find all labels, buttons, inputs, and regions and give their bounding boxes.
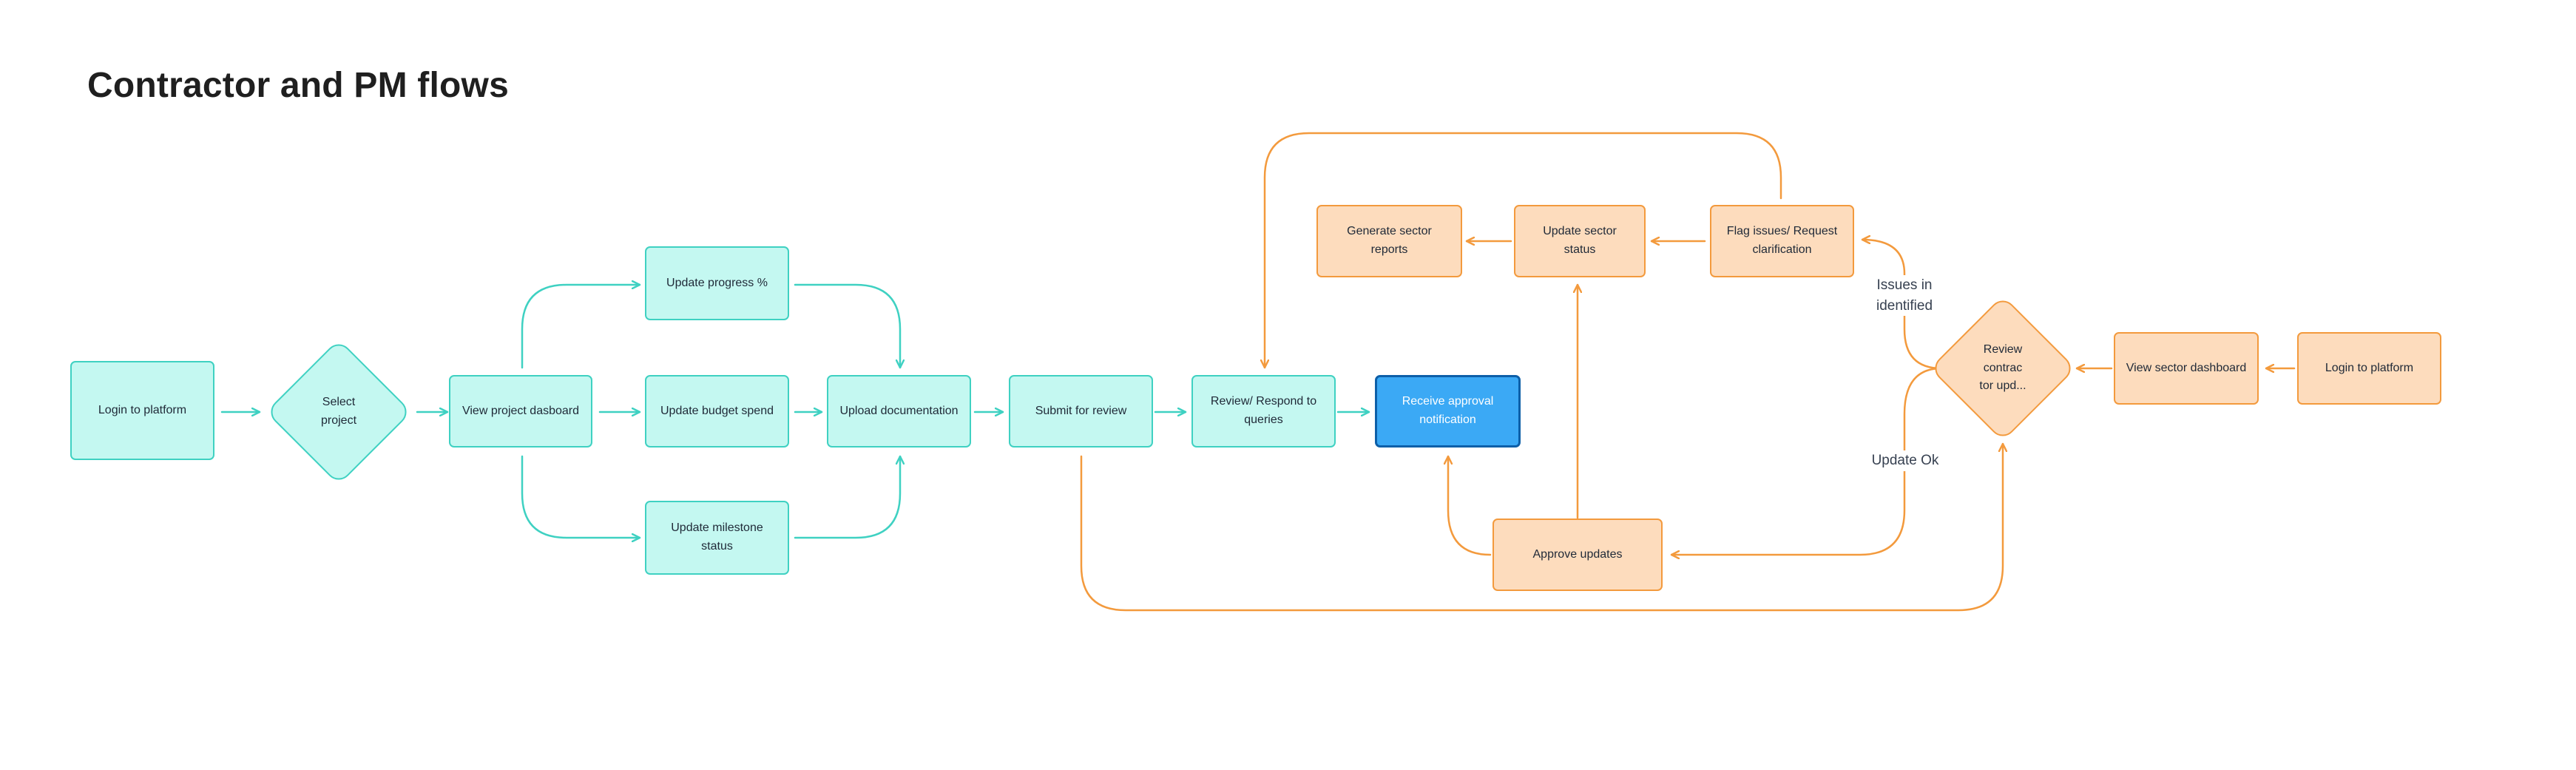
node-login-contractor-label: Login to platform xyxy=(98,403,187,416)
node-login-pm-label: Login to platform xyxy=(2325,361,2414,374)
node-generate-reports[interactable]: Generate sector reports xyxy=(1316,205,1462,277)
edge-milestone-upload xyxy=(794,455,900,539)
node-update-progress-label: Update progress % xyxy=(666,276,768,289)
page-title: Contractor and PM flows xyxy=(87,66,509,105)
edge-label-update-ok: Update Ok xyxy=(1868,450,1942,471)
node-flag-issues-label: Flag issues/ Request clarification xyxy=(1726,225,1838,256)
node-receive-approval[interactable]: Receive approval notification xyxy=(1375,375,1521,448)
edge-progress-upload xyxy=(794,283,900,369)
node-update-milestone-label: Update milestone status xyxy=(671,521,763,553)
node-approve-updates-label: Approve updates xyxy=(1532,547,1623,561)
node-view-sector-dashboard-label: View sector dashboard xyxy=(2126,361,2247,374)
node-receive-approval-label: Receive approval notification xyxy=(1402,395,1494,426)
node-approve-updates[interactable]: Approve updates xyxy=(1492,519,1663,591)
node-update-progress[interactable]: Update progress % xyxy=(645,246,789,320)
node-view-project-dashboard[interactable]: View project dasboard xyxy=(449,375,592,448)
edge-flag-reviewrespond xyxy=(1265,132,1782,369)
edge-submit-review xyxy=(1080,442,2003,612)
node-select-project-label: Select project xyxy=(320,396,357,427)
node-update-budget-label: Update budget spend xyxy=(660,404,774,417)
node-generate-reports-label: Generate sector reports xyxy=(1347,225,1432,256)
node-submit-review-label: Submit for review xyxy=(1035,404,1127,417)
edge-dashboard-progress xyxy=(521,285,641,369)
edge-dashboard-milestone xyxy=(521,455,641,538)
node-view-project-dashboard-label: View project dasboard xyxy=(462,404,580,417)
node-update-milestone[interactable]: Update milestone status xyxy=(645,501,789,575)
node-login-pm[interactable]: Login to platform xyxy=(2297,332,2441,405)
node-submit-review[interactable]: Submit for review xyxy=(1009,375,1153,448)
node-review-contractor-label: Review contrac tor upd... xyxy=(1979,342,2026,393)
node-review-respond[interactable]: Review/ Respond to queries xyxy=(1191,375,1336,448)
edge-label-issues: Issues in identified xyxy=(1871,275,1938,317)
edge-approve-receive xyxy=(1448,455,1492,556)
node-flag-issues[interactable]: Flag issues/ Request clarification xyxy=(1710,205,1854,277)
node-login-contractor[interactable]: Login to platform xyxy=(70,361,214,460)
node-update-sector-status[interactable]: Update sector status xyxy=(1514,205,1646,277)
node-upload-documentation-label: Upload documentation xyxy=(839,404,959,417)
node-view-sector-dashboard[interactable]: View sector dashboard xyxy=(2114,332,2259,405)
node-upload-documentation[interactable]: Upload documentation xyxy=(827,375,971,448)
node-update-sector-status-label: Update sector status xyxy=(1543,225,1617,256)
node-review-respond-label: Review/ Respond to queries xyxy=(1210,395,1317,426)
edge-review-approve xyxy=(1670,367,1943,555)
node-update-budget[interactable]: Update budget spend xyxy=(645,375,789,448)
